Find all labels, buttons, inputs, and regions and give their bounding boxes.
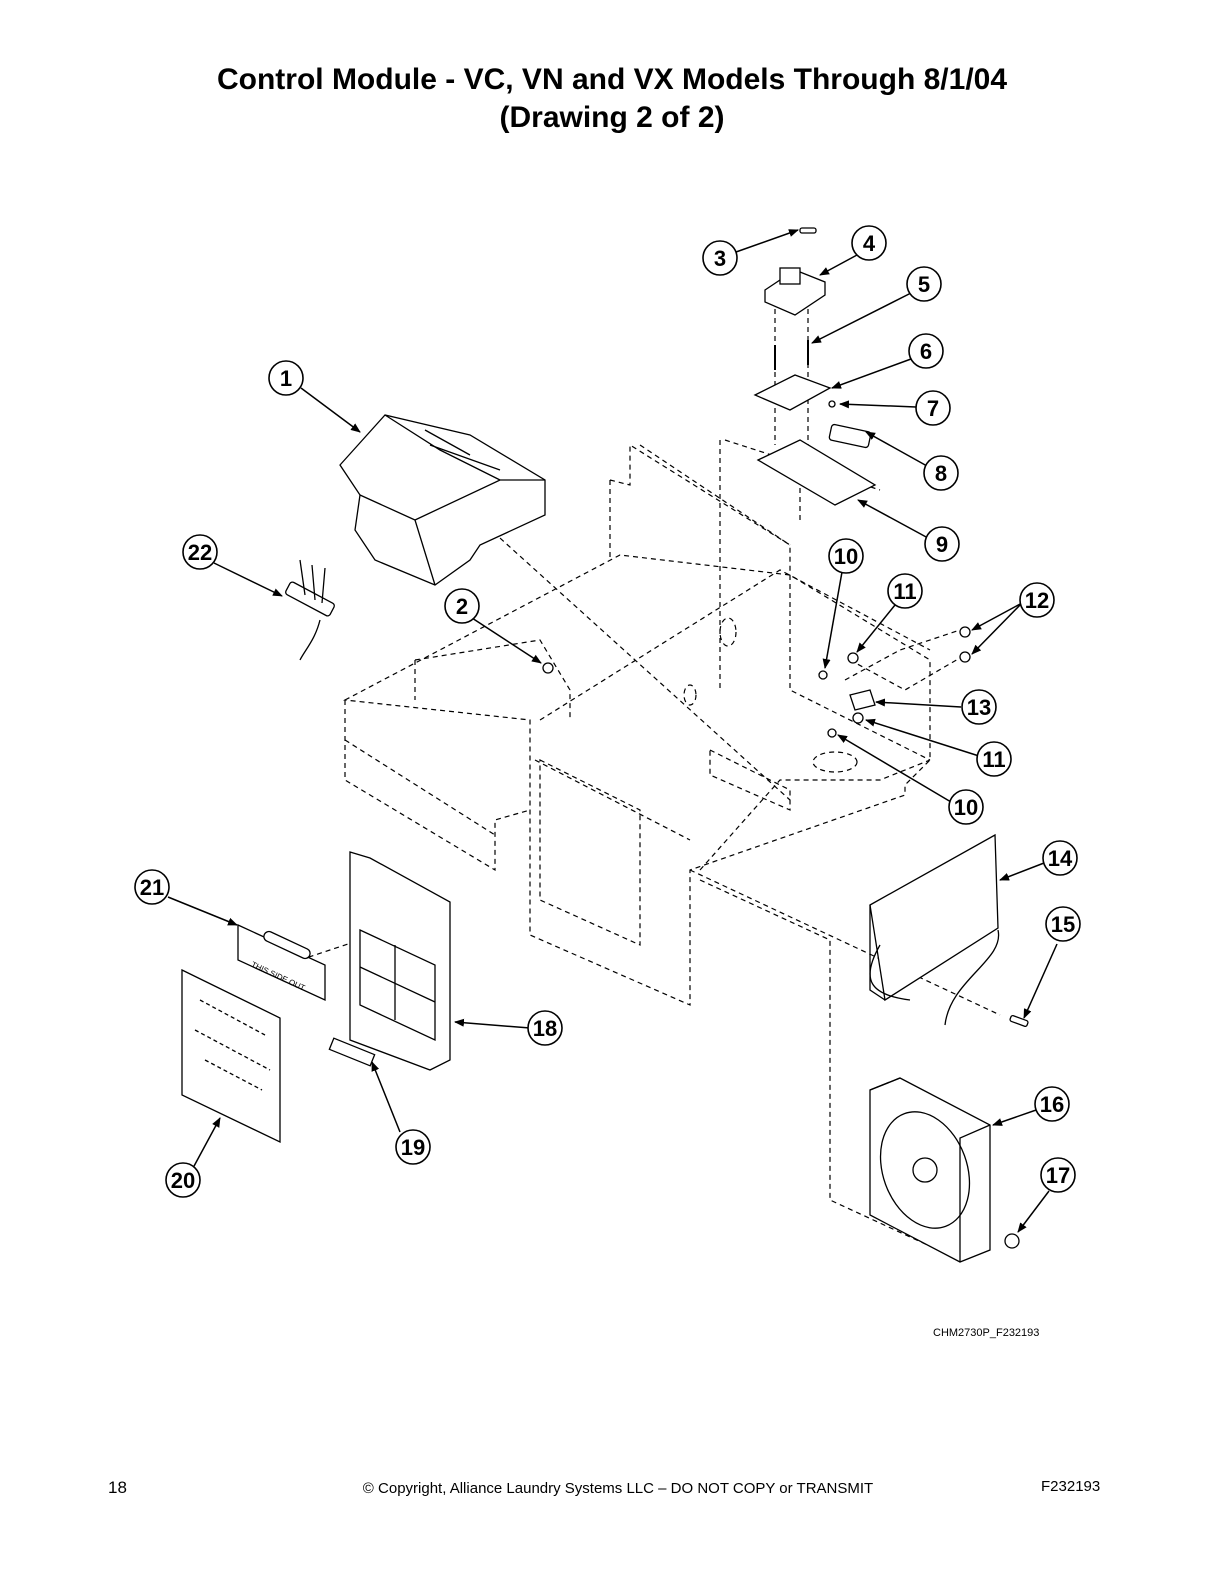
part-8-connector xyxy=(828,423,872,449)
callout-circle-14 xyxy=(1042,840,1078,876)
callout-label-8: 8 xyxy=(935,461,947,486)
callout-label-1: 1 xyxy=(280,366,292,391)
callout-label-19: 19 xyxy=(401,1135,425,1160)
callout-label-13: 13 xyxy=(967,695,991,720)
callout-label-16: 16 xyxy=(1040,1092,1064,1117)
chassis-outline xyxy=(342,554,931,1006)
callout-label-10: 10 xyxy=(954,795,978,820)
callout-circle-10 xyxy=(828,538,864,574)
part-10-screw-upper xyxy=(818,670,828,680)
callout-circle-9 xyxy=(924,526,960,562)
part-9-plate xyxy=(756,439,877,506)
part-11-washer-lower xyxy=(852,712,864,724)
callout-circle-11 xyxy=(976,741,1012,777)
part-3-screw xyxy=(799,227,817,234)
callout-label-10: 10 xyxy=(834,544,858,569)
callout-circle-8 xyxy=(923,455,959,491)
callout-circle-21 xyxy=(134,869,170,905)
callout-label-14: 14 xyxy=(1048,846,1073,871)
callout-circle-2 xyxy=(444,588,480,624)
callout-circle-1 xyxy=(268,360,304,396)
callout-circle-11 xyxy=(887,573,923,609)
callout-label-11: 11 xyxy=(982,747,1005,772)
callout-circle-12 xyxy=(1019,582,1055,618)
callout-circle-22 xyxy=(182,534,218,570)
callout-label-15: 15 xyxy=(1051,912,1075,937)
callout-label-6: 6 xyxy=(920,339,932,364)
callout-label-18: 18 xyxy=(533,1016,557,1041)
part-22-harness xyxy=(285,581,335,617)
callout-circle-15 xyxy=(1045,906,1081,942)
callout-circle-6 xyxy=(908,333,944,369)
copyright-notice: © Copyright, Alliance Laundry Systems LL… xyxy=(362,1480,874,1497)
callout-label-20: 20 xyxy=(171,1168,195,1193)
callout-circle-7 xyxy=(915,390,951,426)
callout-label-17: 17 xyxy=(1046,1163,1070,1188)
part-20-filter xyxy=(181,968,281,1144)
callout-circle-10 xyxy=(948,789,984,825)
callout-label-3: 3 xyxy=(714,246,726,271)
callout-label-22: 22 xyxy=(188,540,212,565)
callout-circle-3 xyxy=(702,240,738,276)
part-5-standoff xyxy=(774,340,809,370)
page-title: Control Module - VC, VN and VX Models Th… xyxy=(216,63,1008,96)
page-subtitle: (Drawing 2 of 2) xyxy=(499,101,725,134)
part-1-cover xyxy=(339,414,546,586)
page-number: 18 xyxy=(108,1478,127,1497)
callout-circle-17 xyxy=(1040,1157,1076,1193)
callout-circle-19 xyxy=(395,1129,431,1165)
part-15-screw xyxy=(1009,1015,1029,1027)
part-19-strip xyxy=(328,1037,376,1067)
part-17-nut xyxy=(1004,1233,1020,1249)
callout-label-2: 2 xyxy=(456,594,468,619)
callout-circle-13 xyxy=(961,689,997,725)
part-2-grommet xyxy=(542,662,554,674)
callout-label-7: 7 xyxy=(927,396,939,421)
part-13-thermostat xyxy=(849,689,876,711)
callout-label-11: 11 xyxy=(893,579,916,604)
callout-circle-5 xyxy=(906,266,942,302)
callout-label-5: 5 xyxy=(918,272,930,297)
callout-circle-4 xyxy=(851,225,887,261)
part-6-board xyxy=(753,374,832,411)
part-10-screw-lower xyxy=(827,728,837,738)
part-7-screw xyxy=(828,400,836,408)
callout-label-21: 21 xyxy=(140,875,164,900)
callout-label-9: 9 xyxy=(936,532,948,557)
document-id: F232193 xyxy=(1041,1478,1101,1495)
part-11-washer-upper xyxy=(847,652,859,664)
callout-label-12: 12 xyxy=(1025,588,1049,613)
part-14-box xyxy=(869,833,999,1002)
callout-circle-20 xyxy=(165,1162,201,1198)
callout-label-4: 4 xyxy=(863,231,876,256)
callout-circle-16 xyxy=(1034,1086,1070,1122)
part-18-frame xyxy=(349,851,451,1071)
drawing-code: CHM2730P_F232193 xyxy=(933,1327,1039,1339)
callout-circle-18 xyxy=(527,1010,563,1046)
